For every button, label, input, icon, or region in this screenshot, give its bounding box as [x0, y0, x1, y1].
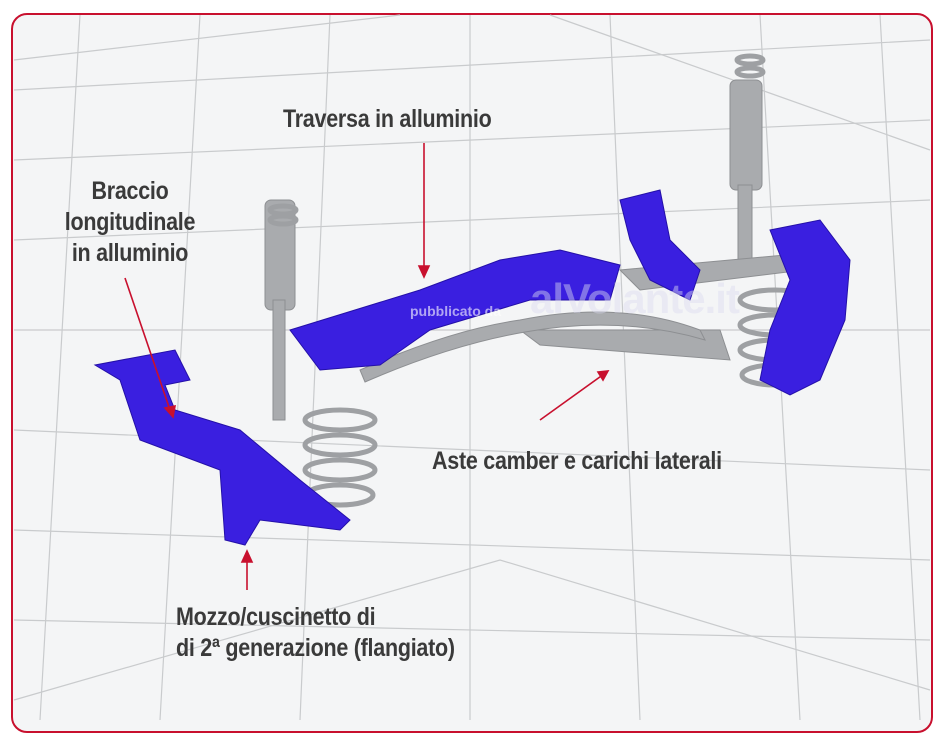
left-trailing-arm [93, 349, 351, 546]
arrow-traversa [417, 265, 431, 279]
right-shock-absorber [729, 79, 763, 191]
watermark-text: pubblicato da [410, 303, 501, 319]
label-line: in alluminio [71, 239, 189, 267]
label-line: Braccio [91, 177, 169, 205]
aluminium-crossmember [289, 249, 621, 371]
right-mount [619, 189, 701, 301]
watermark-logo: alVolante.it [530, 275, 740, 322]
left-shock-rod [272, 299, 286, 421]
label-braccio: Braccio longitudinale in alluminio [44, 176, 216, 269]
label-traversa: Traversa in alluminio [283, 105, 492, 133]
blue-components [93, 189, 851, 546]
label-aste: Aste camber e carichi laterali [432, 447, 722, 475]
arrow-braccio [163, 404, 176, 419]
arrow-aste [596, 370, 610, 382]
label-line: longitudinale [64, 208, 196, 236]
stabilizer-bar [359, 311, 706, 383]
arrows [124, 143, 610, 590]
label-line: Mozzo/cuscinetto di [176, 603, 376, 631]
camber-link [518, 329, 731, 361]
label-line: di 2ª generazione (flangiato) [176, 634, 455, 662]
right-hub-carrier [759, 219, 851, 396]
arrow-mozzo [240, 549, 254, 563]
label-mozzo: Mozzo/cuscinetto di di 2ª generazione (f… [176, 602, 455, 664]
